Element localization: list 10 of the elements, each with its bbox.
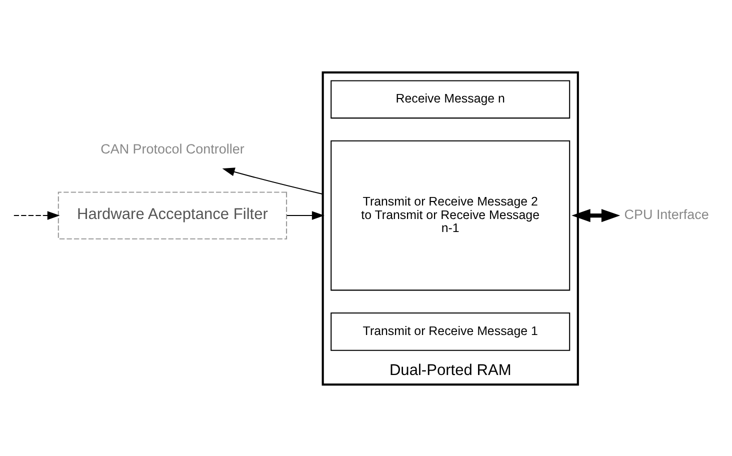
node-text: CAN Protocol Controller bbox=[100, 141, 244, 156]
arrow bbox=[572, 208, 620, 222]
node-text: CPU Interface bbox=[624, 206, 709, 222]
arrow bbox=[14, 210, 60, 220]
node-box: Transmit or Receive Message 1 bbox=[330, 312, 570, 350]
node-box: Transmit or Receive Message 2 to Transmit or Receive Message n-1 bbox=[330, 140, 570, 290]
arrow bbox=[286, 210, 324, 220]
node-box: Hardware Acceptance Filter bbox=[58, 191, 288, 239]
arrow bbox=[222, 167, 323, 194]
node-box: Receive Message n bbox=[330, 80, 570, 118]
